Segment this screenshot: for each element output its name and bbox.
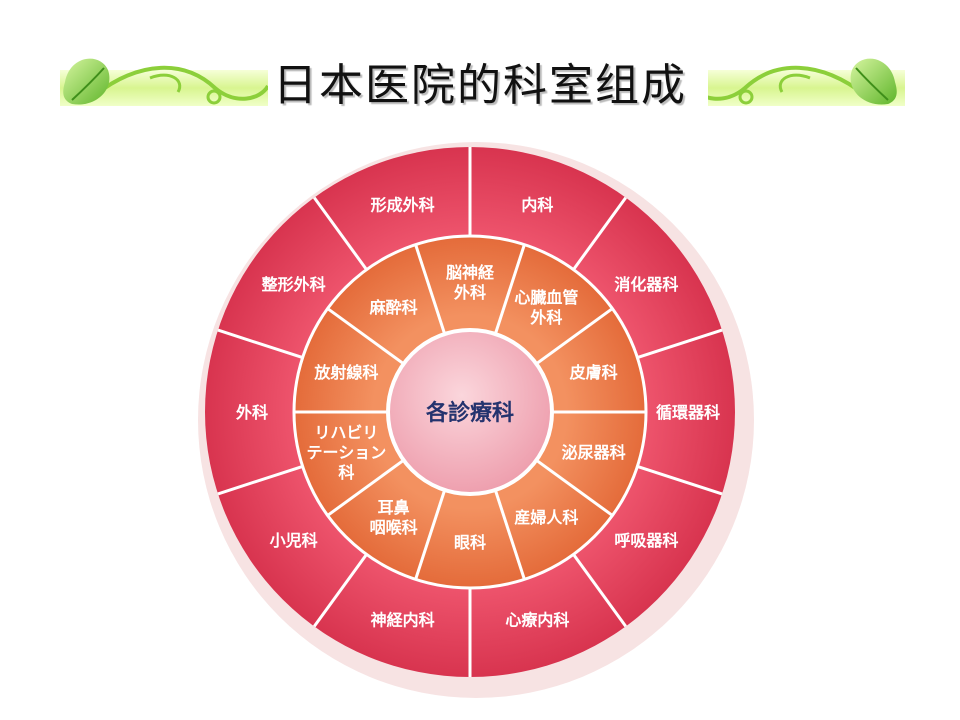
inner-divider-4	[535, 458, 614, 517]
outer-divider-1	[572, 196, 627, 271]
title-backdrop	[268, 58, 708, 116]
outer-label-3: 呼吸器科	[614, 531, 678, 550]
outer-divider-6	[313, 553, 368, 628]
left-vine	[93, 65, 270, 101]
outer-label-4: 心療内科	[505, 610, 569, 629]
outer-label-6: 小児科	[270, 531, 318, 550]
inner-label-5: 眼科	[454, 533, 486, 552]
inner-label-7: リハビリテーション科	[307, 423, 387, 482]
left-leaf-icon	[63, 58, 110, 105]
inner-dividers	[294, 244, 646, 580]
inner-labels: 脳神経外科心臓血管外科皮膚科泌尿器科産婦人科眼科 耳鼻咽喉科 リハビリテーション科 放…	[307, 263, 626, 552]
outer-label-2: 循環器科	[656, 403, 720, 422]
inner-label-6: 耳鼻咽喉科	[370, 498, 418, 537]
center-circle	[386, 328, 554, 496]
inner-divider-6	[414, 489, 447, 580]
outer-label-8: 整形外科	[261, 275, 326, 294]
center-label: 各診療科	[425, 400, 514, 426]
outer-divider-8	[217, 328, 304, 360]
outer-divider-7	[217, 464, 304, 496]
inner-divider-2	[535, 307, 614, 366]
inner-label-9: 麻酔科	[369, 298, 418, 317]
inner-divider-9	[326, 307, 405, 366]
inner-label-1: 心臓血管外科	[514, 288, 578, 327]
inner-label-0: 脳神経外科	[446, 263, 495, 302]
inner-label-8: 放射線科	[313, 363, 378, 382]
inner-label-3: 泌尿器科	[562, 443, 626, 462]
outer-label-0: 内科	[521, 196, 553, 215]
outer-label-7: 外科	[235, 403, 268, 422]
inner-divider-0	[414, 244, 447, 335]
outer-divider-4	[572, 553, 627, 628]
outer-divider-3	[636, 464, 723, 496]
inner-divider-5	[493, 489, 526, 580]
outer-dividers	[217, 147, 723, 677]
inner-divider-1	[493, 244, 526, 335]
inner-divider-7	[326, 458, 405, 517]
inner-label-2: 皮膚科	[569, 363, 618, 382]
inner-label-4: 産婦人科	[514, 508, 578, 527]
outer-divider-2	[636, 328, 723, 360]
outer-label-1: 消化器科	[614, 275, 678, 294]
outer-divider-9	[313, 196, 368, 271]
page-title: 日本医院的科室组成	[273, 60, 687, 111]
outer-label-5: 神経内科	[371, 610, 435, 629]
outer-label-9: 形成外科	[371, 196, 435, 215]
right-leaf-icon	[850, 58, 897, 105]
